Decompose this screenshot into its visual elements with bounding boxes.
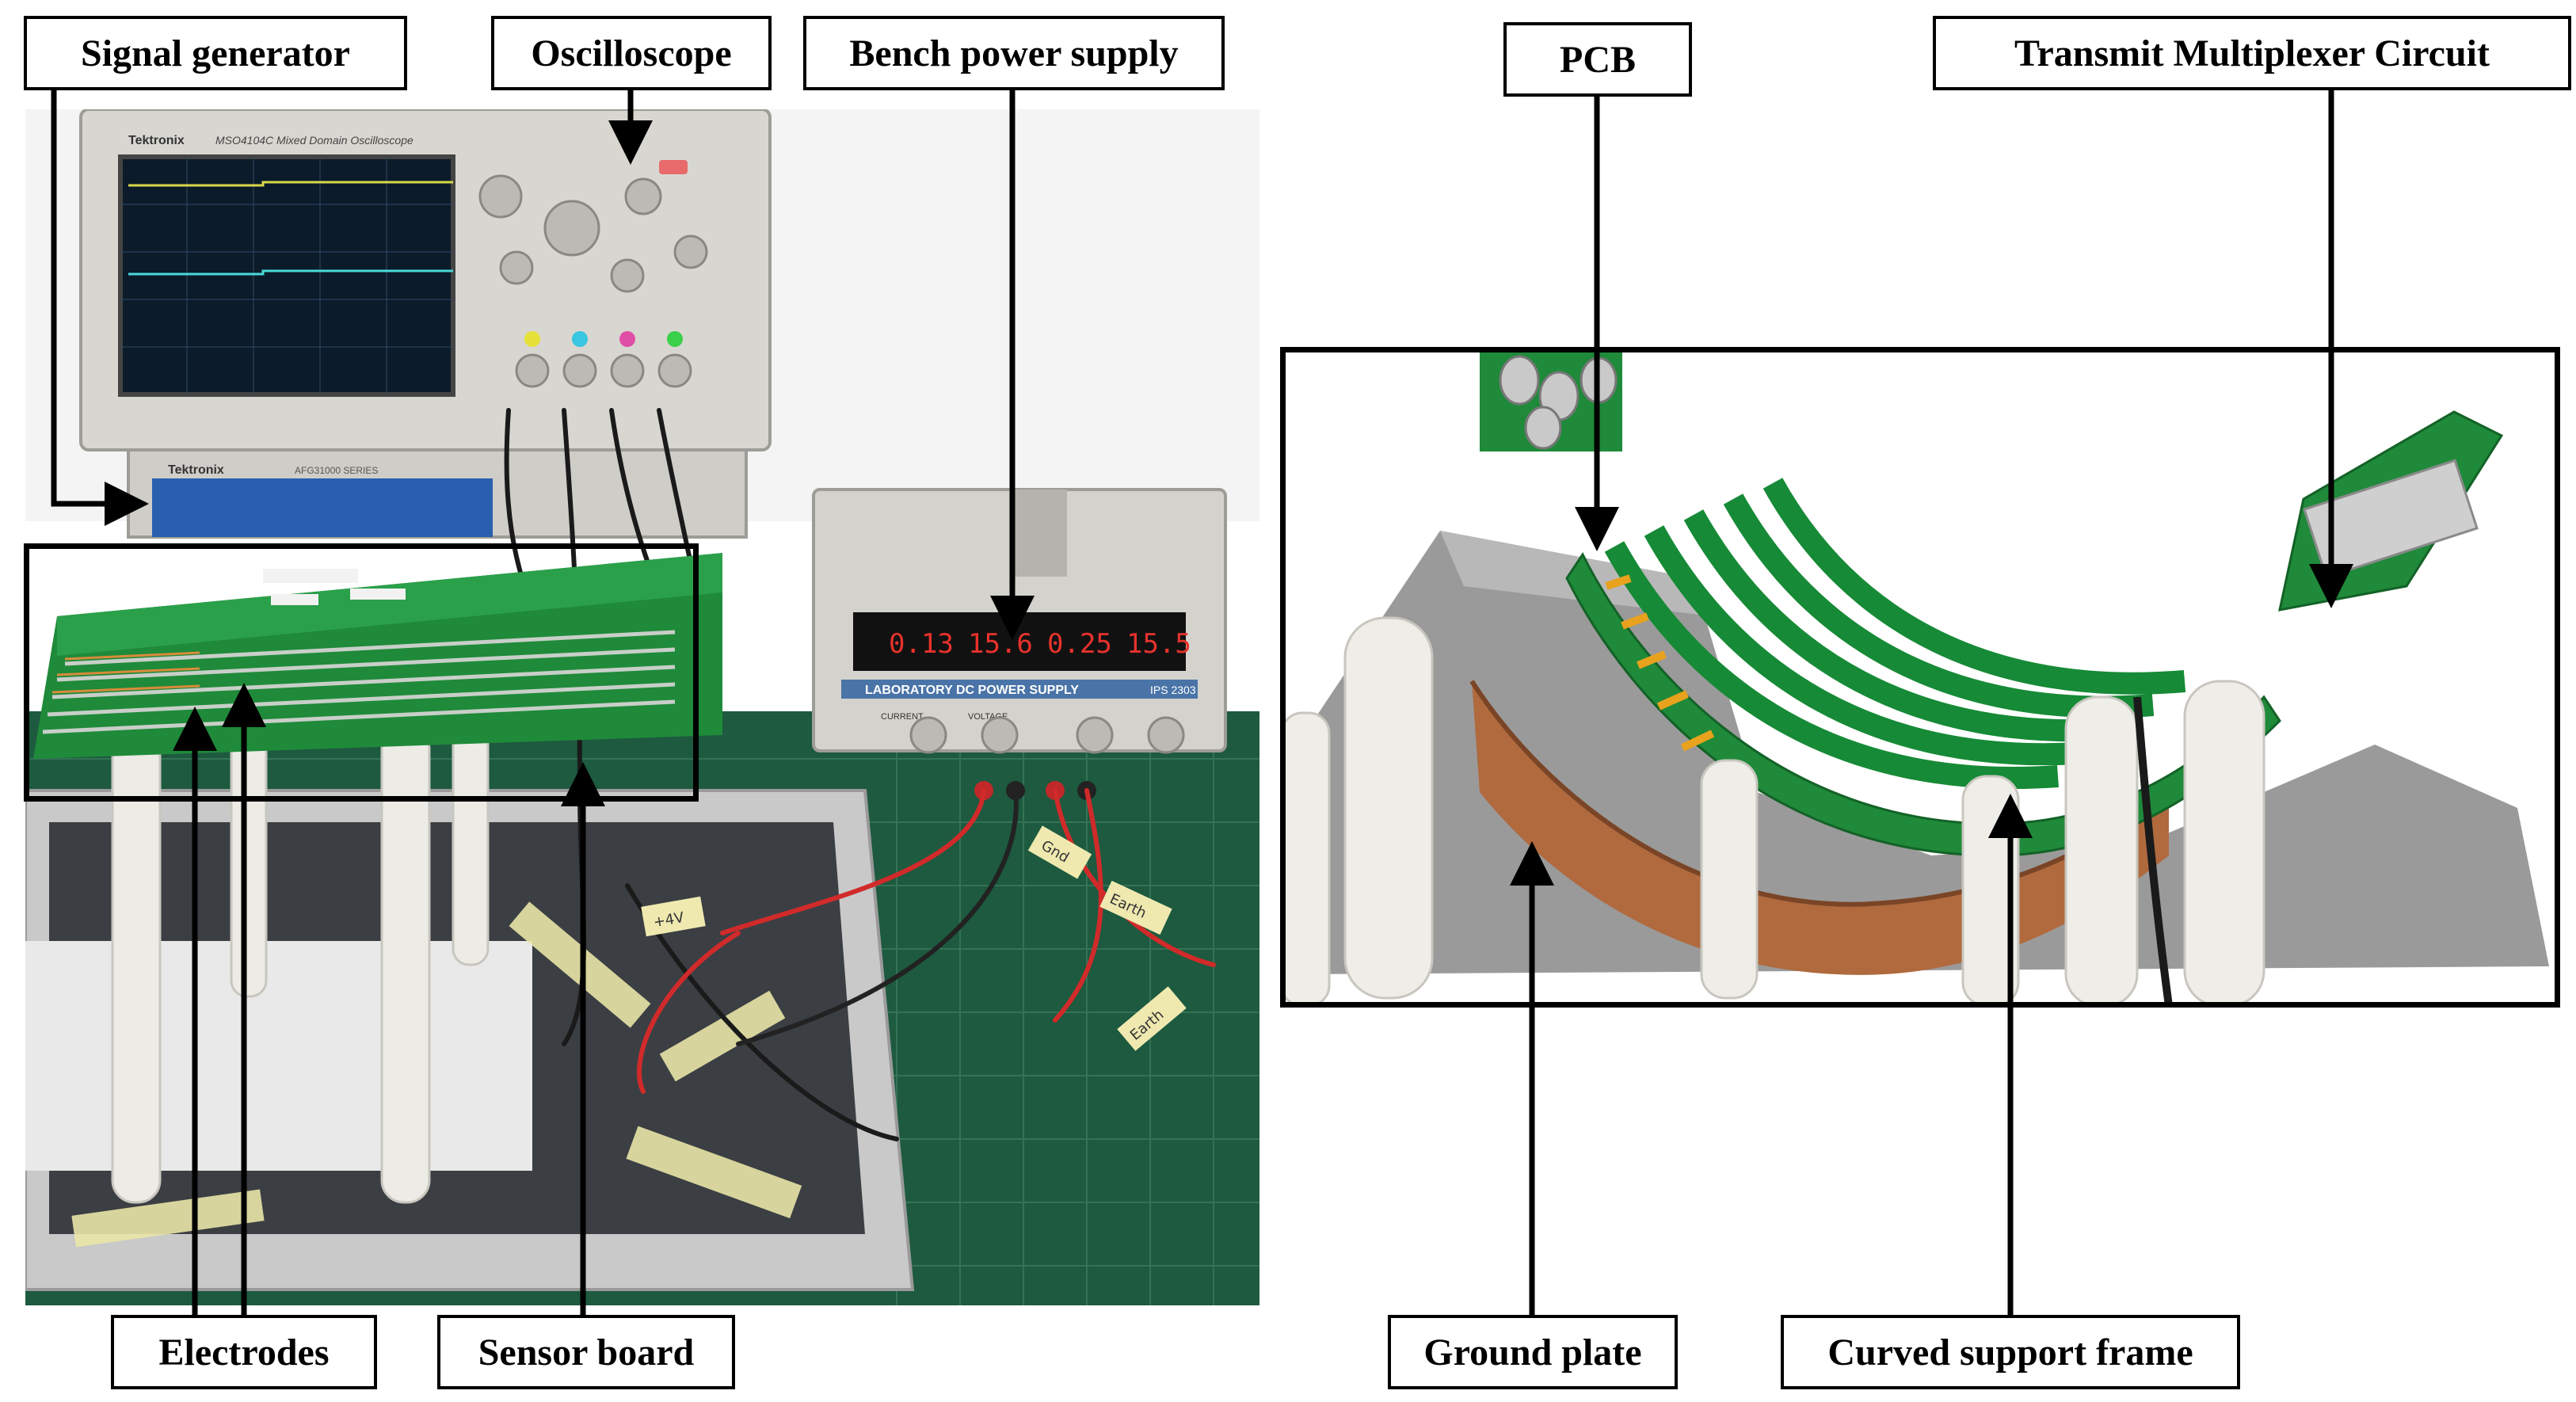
label-curved-support-frame: Curved support frame [1781,1315,2240,1389]
oscilloscope-model: MSO4104C Mixed Domain Oscilloscope [215,134,413,147]
oscilloscope-device: Tektronix MSO4104C Mixed Domain Oscillos… [79,109,772,451]
psu-current-label: CURRENT [881,712,924,722]
sensor-board-highlight-box [24,543,699,802]
curved-array-photo [1282,349,2559,1006]
signal-generator-device: Tektronix AFG31000 SERIES [127,448,748,539]
label-transmit-multiplexer: Transmit Multiplexer Circuit [1933,16,2571,90]
signal-generator-model: AFG31000 SERIES [295,465,378,476]
psu-readout-3: 0.25 [1047,628,1112,660]
label-signal-generator: Signal generator [24,16,407,90]
psu-title: LABORATORY DC POWER SUPPLY [865,684,1079,697]
oscilloscope-brand: Tektronix [128,134,185,147]
psu-model: IPS 2303 [1150,684,1196,696]
label-electrodes: Electrodes [111,1315,377,1389]
curved-array-illustration [1282,349,2559,1006]
signal-generator-brand: Tektronix [168,463,224,477]
label-bench-power-supply: Bench power supply [803,16,1225,90]
label-ground-plate: Ground plate [1388,1315,1678,1389]
label-sensor-board: Sensor board [437,1315,735,1389]
label-oscilloscope: Oscilloscope [491,16,772,90]
curved-array-highlight-box [1280,347,2560,1008]
psu-readout-1: 0.13 [889,628,954,660]
psu-readout-2: 15.6 [968,628,1033,660]
psu-readout-4: 15.5 [1126,628,1191,660]
label-pcb: PCB [1503,22,1692,97]
